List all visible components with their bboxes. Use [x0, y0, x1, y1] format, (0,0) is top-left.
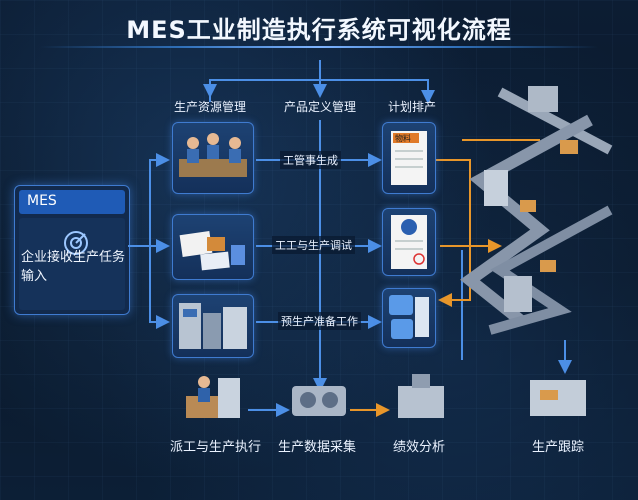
title-underline — [40, 46, 598, 48]
process-debug-card — [172, 214, 254, 280]
page-title: MES工业制造执行系统可视化流程 — [126, 16, 512, 44]
label-pre-production: 预生产准备工作 — [278, 312, 361, 330]
process-document-icon — [391, 215, 427, 269]
target-icon — [64, 231, 88, 255]
title-bar: MES工业制造执行系统可视化流程 — [0, 0, 638, 52]
workers-illustration — [179, 133, 247, 177]
doc-material-text: 物料 — [395, 134, 411, 143]
papers-illustration — [179, 231, 245, 271]
label-performance-analysis: 绩效分析 — [393, 440, 446, 455]
label-data-collection: 生产数据采集 — [278, 440, 357, 455]
checklist-icon — [389, 295, 429, 339]
pre-production-card — [172, 294, 254, 358]
label-work-order-generation: 工管事生成 — [280, 151, 341, 169]
material-doc-card: 物料 — [382, 122, 436, 194]
mes-header: MES — [19, 190, 125, 214]
label-process-debugging: 工工与生产调试 — [272, 236, 355, 254]
label-planning-scheduling: 计划排产 — [388, 100, 437, 114]
label-dispatch-execution: 派工与生产执行 — [170, 440, 262, 455]
document-illustration — [391, 131, 427, 185]
label-production-tracking: 生产跟踪 — [532, 440, 585, 455]
label-product-definition: 产品定义管理 — [284, 100, 357, 114]
mes-input-box: MES 企业接收生产任务输入 — [14, 185, 130, 315]
process-doc-card — [382, 208, 436, 276]
prep-doc-card — [382, 288, 436, 348]
resource-management-card — [172, 122, 254, 194]
mes-input-text: 企业接收生产任务输入 — [21, 250, 126, 284]
label-resource-management: 生产资源管理 — [174, 100, 247, 114]
machinery-illustration — [179, 303, 247, 349]
mes-header-label: MES — [27, 193, 57, 209]
